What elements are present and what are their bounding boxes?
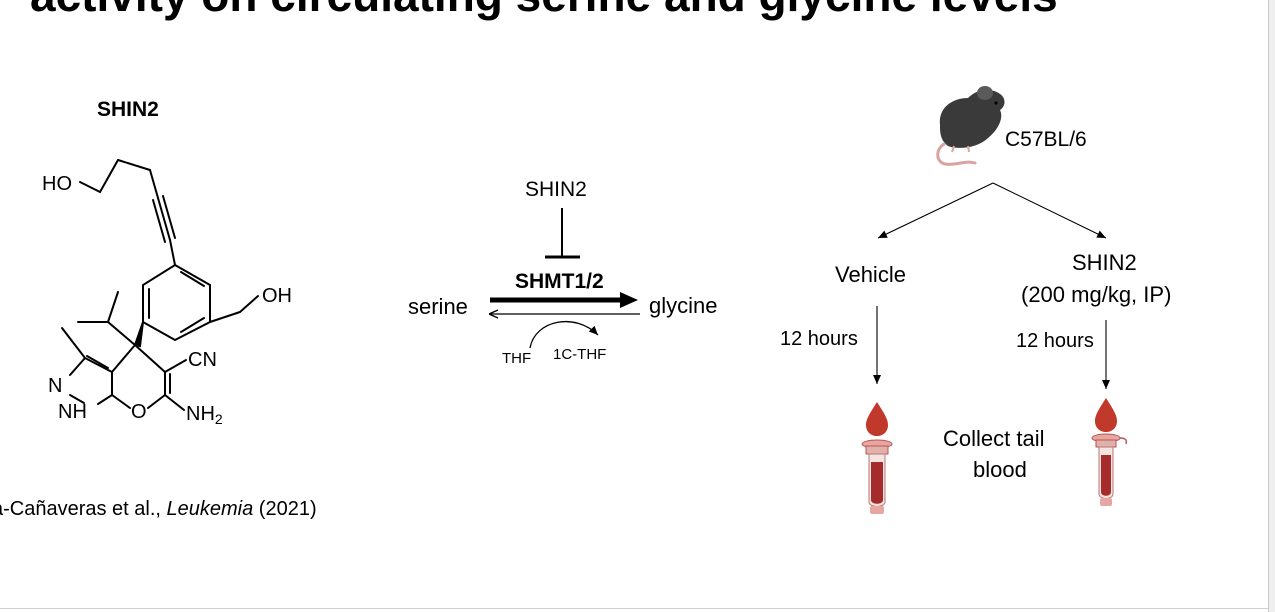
forward-arrow-head [620,292,638,308]
citation: a-Cañaveras et al., Leukemia (2021) [0,498,317,521]
molecule-name: SHIN2 [97,98,159,121]
slide-title: activity on circulating serine and glyci… [30,0,1230,23]
arm-vehicle-label: Vehicle [835,262,906,287]
atom-n: N [48,375,62,397]
strain-label: C57BL/6 [1005,128,1087,151]
slide-bottom-border [0,608,1268,609]
atom-nh: NH [58,401,87,423]
atom-oh: OH [262,285,292,307]
pathway-cofactor-out: 1C-THF [553,346,607,363]
pathway-inhibitor: SHIN2 [525,178,587,201]
atom-nh2: NH2 [186,403,223,427]
arm-shin2-label-line2: (200 mg/kg, IP) [1021,282,1172,307]
pathway-substrate: serine [408,294,468,319]
branch-arrow-shin2 [992,182,1107,239]
blood-tube-icon [861,439,893,514]
duration-shin2: 12 hours [1016,330,1094,352]
atom-cn: CN [188,349,217,371]
blood-drop-icon [1095,398,1117,432]
atom-ho: HO [42,173,72,195]
window-edge [1268,0,1275,612]
pathway-enzyme: SHMT1/2 [515,270,604,293]
collection-label-line1: Collect tail [943,426,1045,451]
atom-o: O [131,401,147,423]
citation-journal: Leukemia [166,498,254,520]
branch-arrow-vehicle [877,182,994,239]
arm-shin2-label-line1: SHIN2 [1072,250,1137,275]
pathway-product: glycine [649,293,718,318]
pathway-cofactor-in: THF [502,350,532,367]
mouse-icon [936,86,1005,166]
duration-vehicle: 12 hours [780,328,858,350]
collection-label-line2: blood [973,457,1027,482]
citation-authors: a-Cañaveras et al., [0,498,167,520]
blood-tube-icon [1091,433,1128,506]
blood-drop-icon [866,402,888,436]
citation-year: (2021) [253,498,317,520]
cofactor-arrow [529,321,599,349]
